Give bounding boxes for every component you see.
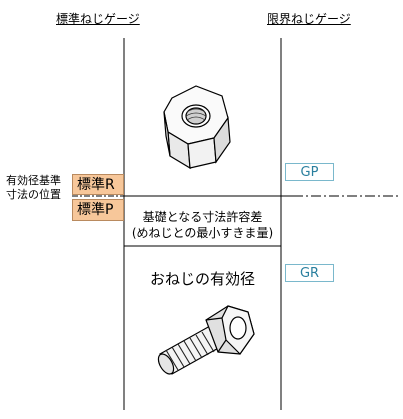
header-limit-gauge: 限界ねじゲージ — [267, 12, 351, 26]
left-label-line1: 有効径基準 — [6, 174, 61, 187]
standard-r-box: 標準R — [72, 174, 124, 195]
hex-nut-icon — [163, 85, 231, 170]
gp-box: GP — [285, 163, 334, 181]
hex-bolt-icon — [157, 305, 255, 375]
tolerance-label-line2: (めねじとの最小すきま量) — [131, 226, 274, 240]
left-label-line2: 寸法の位置 — [6, 188, 61, 201]
gr-box: GR — [285, 264, 334, 282]
standard-p-box: 標準P — [72, 199, 124, 221]
bolt-pitch-diameter-label: おねじの有効径 — [149, 270, 255, 288]
tolerance-label-line1: 基礎となる寸法許容差 — [142, 210, 263, 224]
header-standard-gauge: 標準ねじゲージ — [56, 12, 140, 26]
